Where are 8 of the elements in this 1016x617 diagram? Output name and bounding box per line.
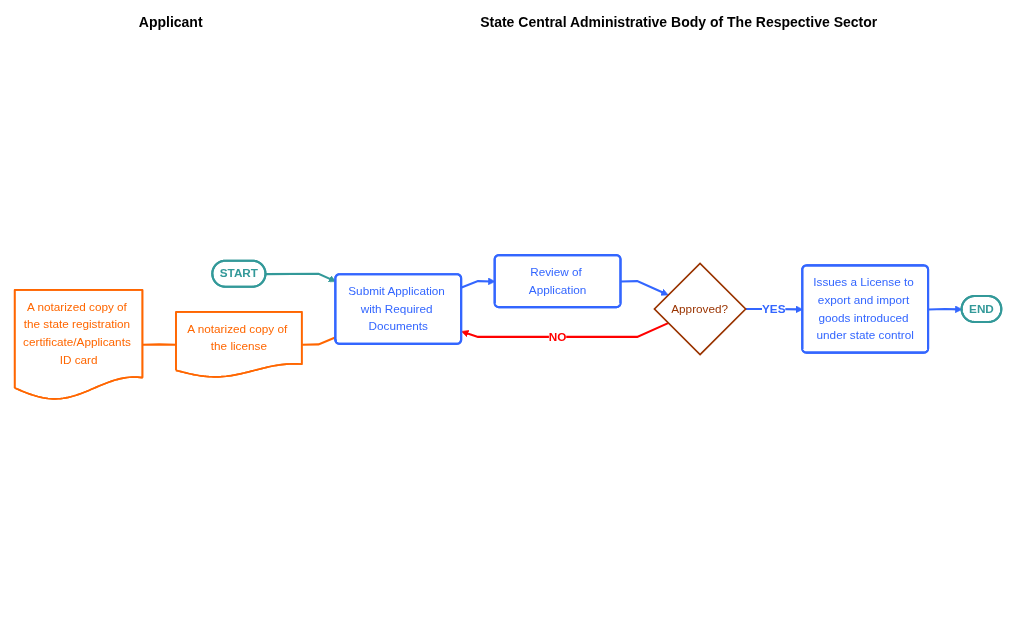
node-diamond: Approved? <box>653 262 747 356</box>
edge-label: NO <box>548 329 567 344</box>
edge-label: YES <box>762 301 786 316</box>
arrow <box>461 322 669 338</box>
arrow <box>620 280 669 296</box>
connector <box>142 343 177 346</box>
lane-heading: State Central Administrative Body of The Respective Sector <box>480 14 878 30</box>
lane-heading: Applicant <box>138 14 203 30</box>
